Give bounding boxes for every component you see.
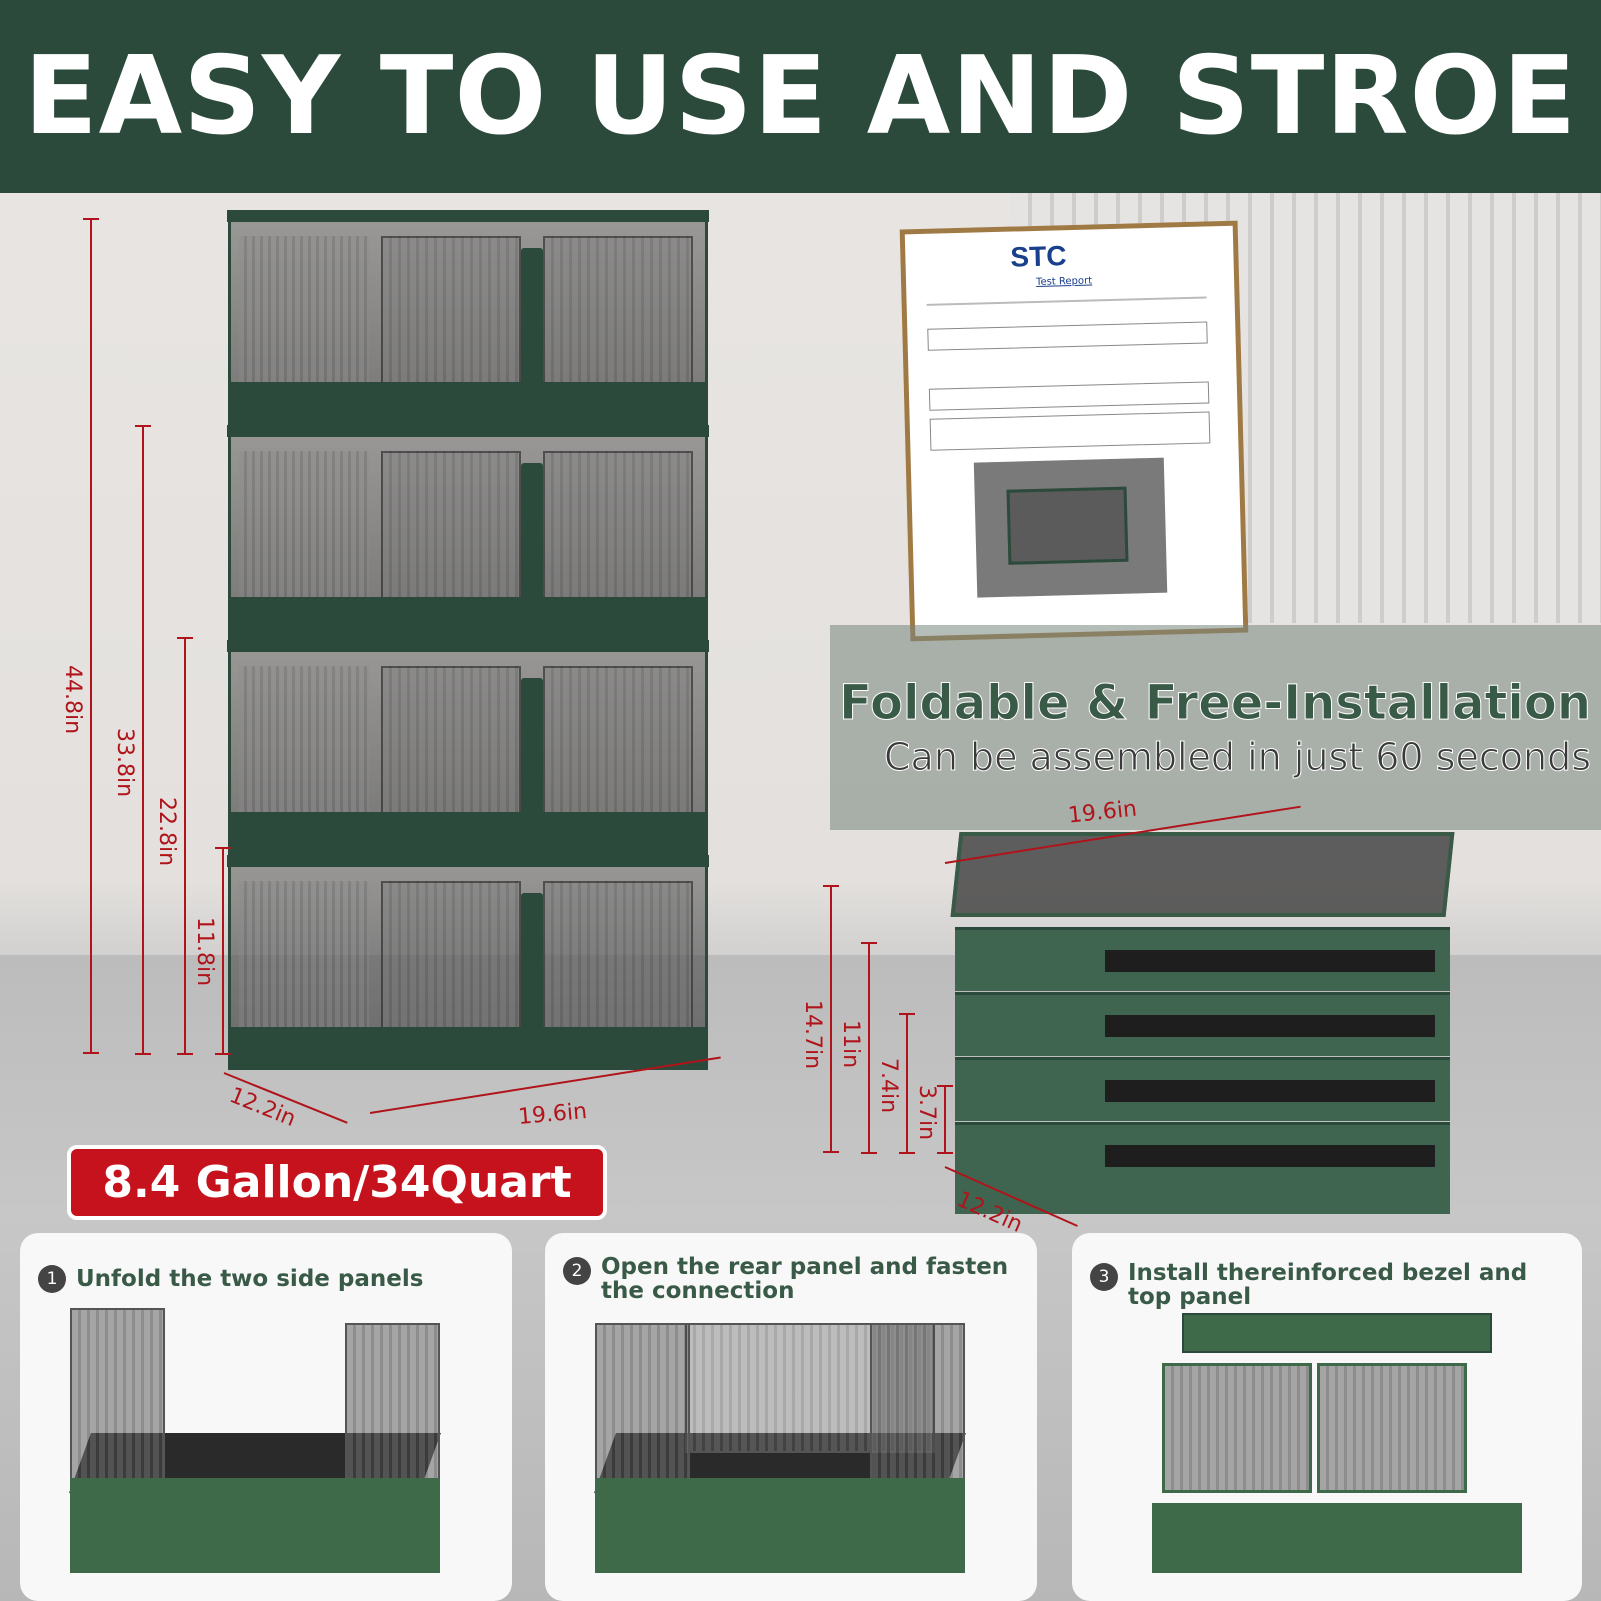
step-illustration [1152,1313,1532,1573]
foldable-info-panel: Foldable & Free-Installation Can be asse… [830,625,1601,830]
step-card-3: 3 Install thereinforced bezel and top pa… [1072,1233,1582,1601]
dimension-line [823,885,839,1153]
step-illustration [594,1323,975,1573]
dimension-line [177,637,193,1055]
door-handle [521,678,543,818]
door-handle [521,893,543,1033]
certificate-photo [973,457,1168,598]
dimension-label: 33.8in [112,728,137,798]
step-number-badge: 1 [38,1265,66,1293]
storage-box [227,640,709,855]
step-card-2: 2 Open the rear panel and fasten the con… [545,1233,1037,1601]
dimension-label: 11.8in [192,917,217,987]
certificate-subtitle: Test Report [1035,275,1093,288]
door-handle [521,248,543,388]
step-number-badge: 2 [563,1257,591,1285]
dimension-line [83,218,99,1054]
step-text: Install thereinforced bezel and top pane… [1128,1260,1528,1310]
capacity-label: 8.4 Gallon/34Quart [102,1157,572,1208]
folded-storage-stack [950,832,1455,1222]
dimension-line [215,847,231,1055]
step-illustration [69,1308,450,1573]
dimension-label: 7.4in [876,1058,901,1114]
dimension-label: 3.7in [914,1085,939,1141]
storage-box [227,425,709,640]
dimension-label: 11in [838,1020,863,1069]
dimension-label: 44.8in [60,665,85,735]
title-banner: EASY TO USE AND STROE [0,0,1601,193]
dimension-line [937,1085,953,1154]
stacked-storage-tower [227,210,709,1077]
step-text: Unfold the two side panels [76,1266,424,1292]
top-panel [1182,1313,1492,1353]
foldable-subtitle: Can be assembled in just 60 seconds [884,735,1592,780]
step-card-1: 1 Unfold the two side panels [20,1233,512,1601]
page-title: EASY TO USE AND STROE [23,34,1578,159]
dimension-label: 22.8in [154,797,179,867]
dimension-line [899,1013,915,1154]
door-handle [521,463,543,603]
dimension-line [135,425,151,1055]
step-number-badge: 3 [1090,1263,1118,1291]
dimension-line [861,942,877,1154]
dimension-label: 14.7in [800,1000,825,1070]
storage-box [227,210,709,425]
test-report-certificate: STC Test Report [899,220,1249,642]
stc-logo: STC [1010,240,1067,273]
capacity-badge: 8.4 Gallon/34Quart [67,1145,607,1220]
storage-box [227,855,709,1070]
foldable-title: Foldable & Free-Installation [839,675,1592,732]
step-text: Open the rear panel and fasten the conne… [601,1254,1009,1304]
